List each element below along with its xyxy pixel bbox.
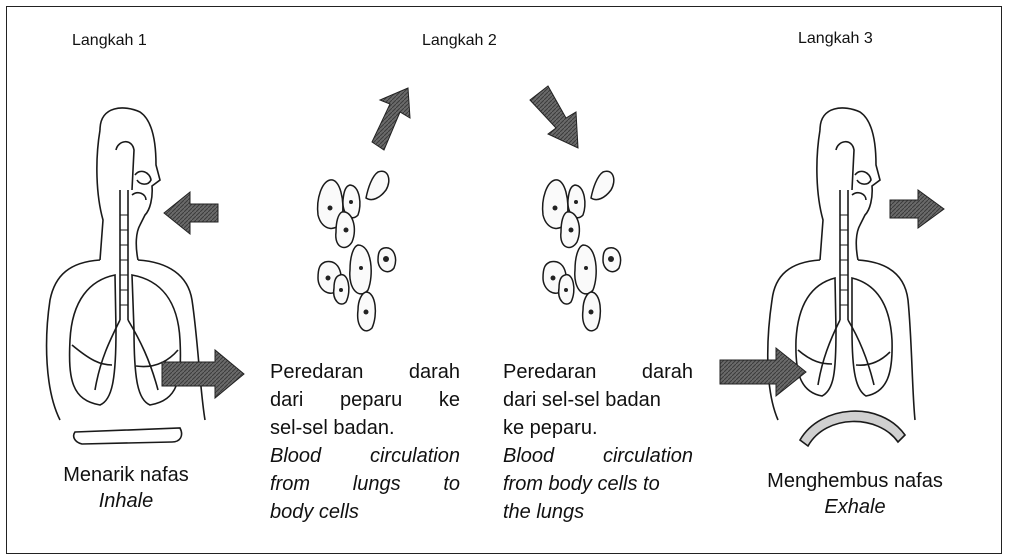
inhale-trachea-rings <box>120 215 128 305</box>
exhale-label-ms: Menghembus nafas <box>767 470 943 492</box>
desc-right-ms-2: dari sel-sel badan <box>503 386 693 414</box>
description-lungs-to-cells: Peredaran darah dari peparu ke sel-sel b… <box>270 358 460 526</box>
desc-right-en-3: the lungs <box>503 498 693 526</box>
inhale-caption: Menarik nafas Inhale <box>36 462 216 514</box>
exhale-trachea-rings <box>840 215 848 305</box>
exhale-label-en: Exhale <box>740 494 970 520</box>
desc-left-en-3: body cells <box>270 498 460 526</box>
description-cells-to-lungs: Peredaran darah dari sel-sel badan ke pe… <box>503 358 693 526</box>
desc-left-ms-2: dari peparu ke <box>270 386 460 414</box>
inhale-label-ms: Menarik nafas <box>63 464 189 486</box>
exhale-air-arrow <box>890 190 944 228</box>
blood-cells-left <box>318 171 396 331</box>
desc-left-ms-1: Peredaran darah <box>270 358 460 386</box>
desc-left-en-2: from lungs to <box>270 470 460 498</box>
arrow-out-up <box>372 88 410 150</box>
desc-left-ms-3: sel-sel badan. <box>270 414 460 442</box>
desc-right-ms-3: ke peparu. <box>503 414 693 442</box>
inhale-air-arrow <box>164 192 218 234</box>
arrow-in-down <box>530 86 578 148</box>
desc-left-en-1: Blood circulation <box>270 442 460 470</box>
desc-right-en-2: from body cells to <box>503 470 693 498</box>
exhale-caption: Menghembus nafas Exhale <box>740 468 970 520</box>
desc-right-ms-1: Peredaran darah <box>503 358 693 386</box>
blood-cells-right <box>543 171 621 331</box>
exhale-chest-arrow <box>720 348 806 396</box>
exhale-diaphragm <box>800 411 905 446</box>
inhale-body-figure <box>47 108 205 444</box>
inhale-label-en: Inhale <box>36 488 216 514</box>
desc-right-en-1: Blood circulation <box>503 442 693 470</box>
